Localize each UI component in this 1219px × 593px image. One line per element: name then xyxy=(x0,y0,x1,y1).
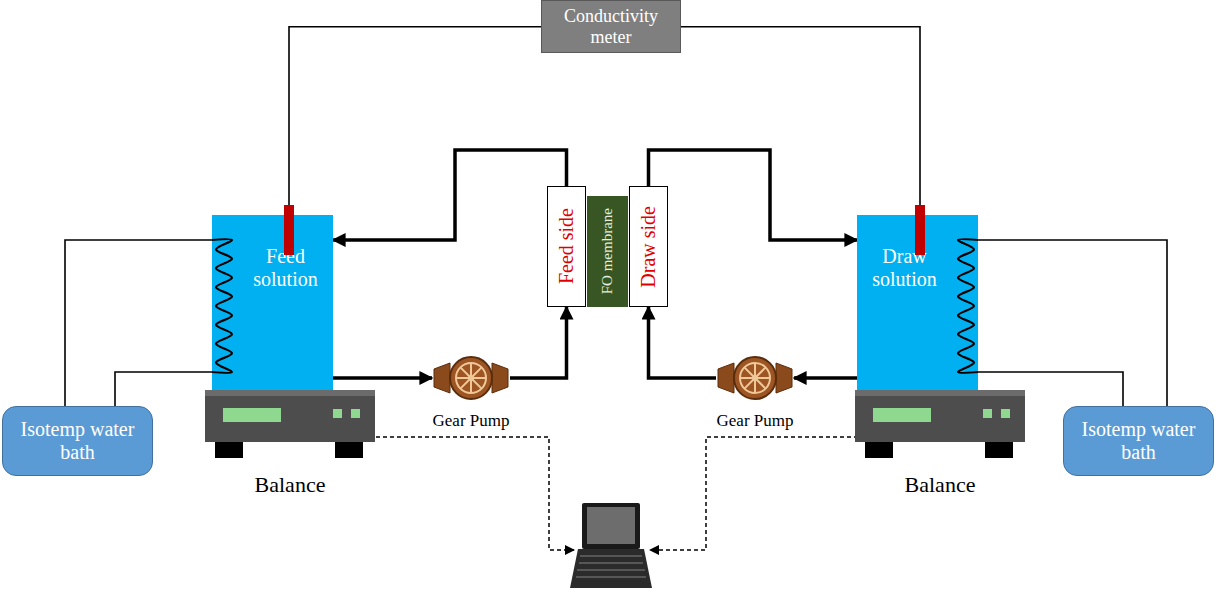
gear-pump: Gear Pump xyxy=(432,355,510,401)
balance: Balance xyxy=(205,390,375,442)
laptop-icon xyxy=(570,503,652,588)
balance-label: Balance xyxy=(255,472,326,497)
fo-membrane: FO membrane xyxy=(587,196,628,307)
laptop-base xyxy=(570,549,652,588)
conductivity-meter-label: Conductivity meter xyxy=(548,6,674,47)
heating-coil xyxy=(954,215,978,390)
conductivity-probe xyxy=(915,205,925,255)
balance: Balance xyxy=(855,390,1025,442)
signal-line xyxy=(115,372,212,406)
draw-tank-label: Draw solution xyxy=(857,245,952,291)
gear-pump-label: Gear Pump xyxy=(717,411,794,431)
feed-channel-label: Feed side xyxy=(555,208,578,284)
balance-display xyxy=(873,408,931,422)
data-cable xyxy=(650,437,865,550)
gear-pump-icon xyxy=(716,355,794,401)
signal-line xyxy=(65,240,212,406)
conductivity-meter: Conductivity meter xyxy=(541,0,681,53)
water-bath: Isotemp water bath xyxy=(1063,406,1214,476)
draw-tank: Draw solution xyxy=(857,215,978,390)
data-cable xyxy=(376,437,574,550)
flow-pipe xyxy=(794,376,857,380)
laptop-keys xyxy=(576,556,646,577)
water-bath-label: Isotemp water bath xyxy=(11,418,144,464)
flow-pipe xyxy=(333,150,567,240)
gear-pump-icon xyxy=(432,355,510,401)
flow-pipe xyxy=(510,307,567,378)
laptop-display xyxy=(587,507,635,544)
gear-pump-label: Gear Pump xyxy=(433,411,510,431)
signal-line xyxy=(978,240,1167,406)
data-cable xyxy=(376,437,865,550)
balance-foot xyxy=(865,442,893,458)
balance-button xyxy=(1001,409,1010,418)
flow-pipe xyxy=(333,376,432,380)
fo-membrane-label: FO membrane xyxy=(599,208,616,294)
signal-line xyxy=(289,27,541,205)
flow-pipe xyxy=(649,307,717,378)
draw-channel: Draw side xyxy=(629,186,668,307)
balance-foot xyxy=(985,442,1013,458)
balance-button xyxy=(333,409,342,418)
signal-line xyxy=(681,27,920,205)
heating-coil xyxy=(212,239,232,372)
draw-channel-label: Draw side xyxy=(637,206,660,288)
flow-pipe xyxy=(649,150,858,240)
balance-display xyxy=(223,408,281,422)
balance-button xyxy=(351,409,360,418)
gear-pump: Gear Pump xyxy=(716,355,794,401)
balance-label: Balance xyxy=(905,472,976,497)
balance-button xyxy=(983,409,992,418)
balance-foot xyxy=(335,442,363,458)
heating-coil xyxy=(958,239,978,372)
conductivity-probe xyxy=(284,205,294,255)
feed-channel: Feed side xyxy=(547,186,586,307)
heating-coil xyxy=(212,215,236,390)
water-bath: Isotemp water bath xyxy=(2,406,153,476)
water-bath-label: Isotemp water bath xyxy=(1072,418,1205,464)
laptop-screen xyxy=(582,503,640,549)
feed-tank: Feed solution xyxy=(212,215,333,390)
balance-foot xyxy=(215,442,243,458)
